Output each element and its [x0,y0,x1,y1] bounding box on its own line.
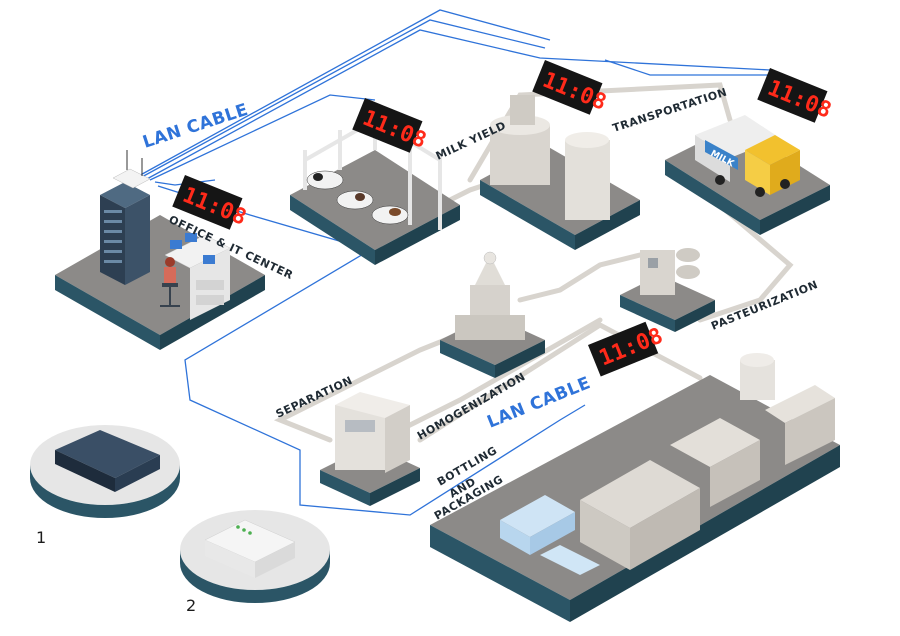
lan-cables [134,9,771,516]
homogenizer-equipment [335,392,410,473]
bottling-line [500,353,835,575]
milk-truck: MILK [695,115,800,197]
office-desk [164,233,231,320]
display-milk-yield: 11:08 [352,98,430,154]
label-pasteurization: PASTEURIZATION [709,278,820,333]
pasteurization-equipment [640,248,700,295]
processing-equipment [490,95,610,220]
device-1-number: 1 [36,528,46,547]
device-1-server [30,425,180,518]
platform-milk-yield [290,150,460,265]
separator-equipment [455,251,525,340]
device-2-number: 2 [186,596,196,615]
display-transportation: 11:08 [757,68,835,124]
label-transportation: TRANSPORTATION [611,85,729,134]
router-device [112,150,151,189]
cows [306,170,409,225]
device-2-router [180,510,330,603]
office-worker [160,257,180,307]
display-processing: 11:08 [532,60,610,116]
platform-office [55,215,265,350]
server-rack [100,182,150,285]
